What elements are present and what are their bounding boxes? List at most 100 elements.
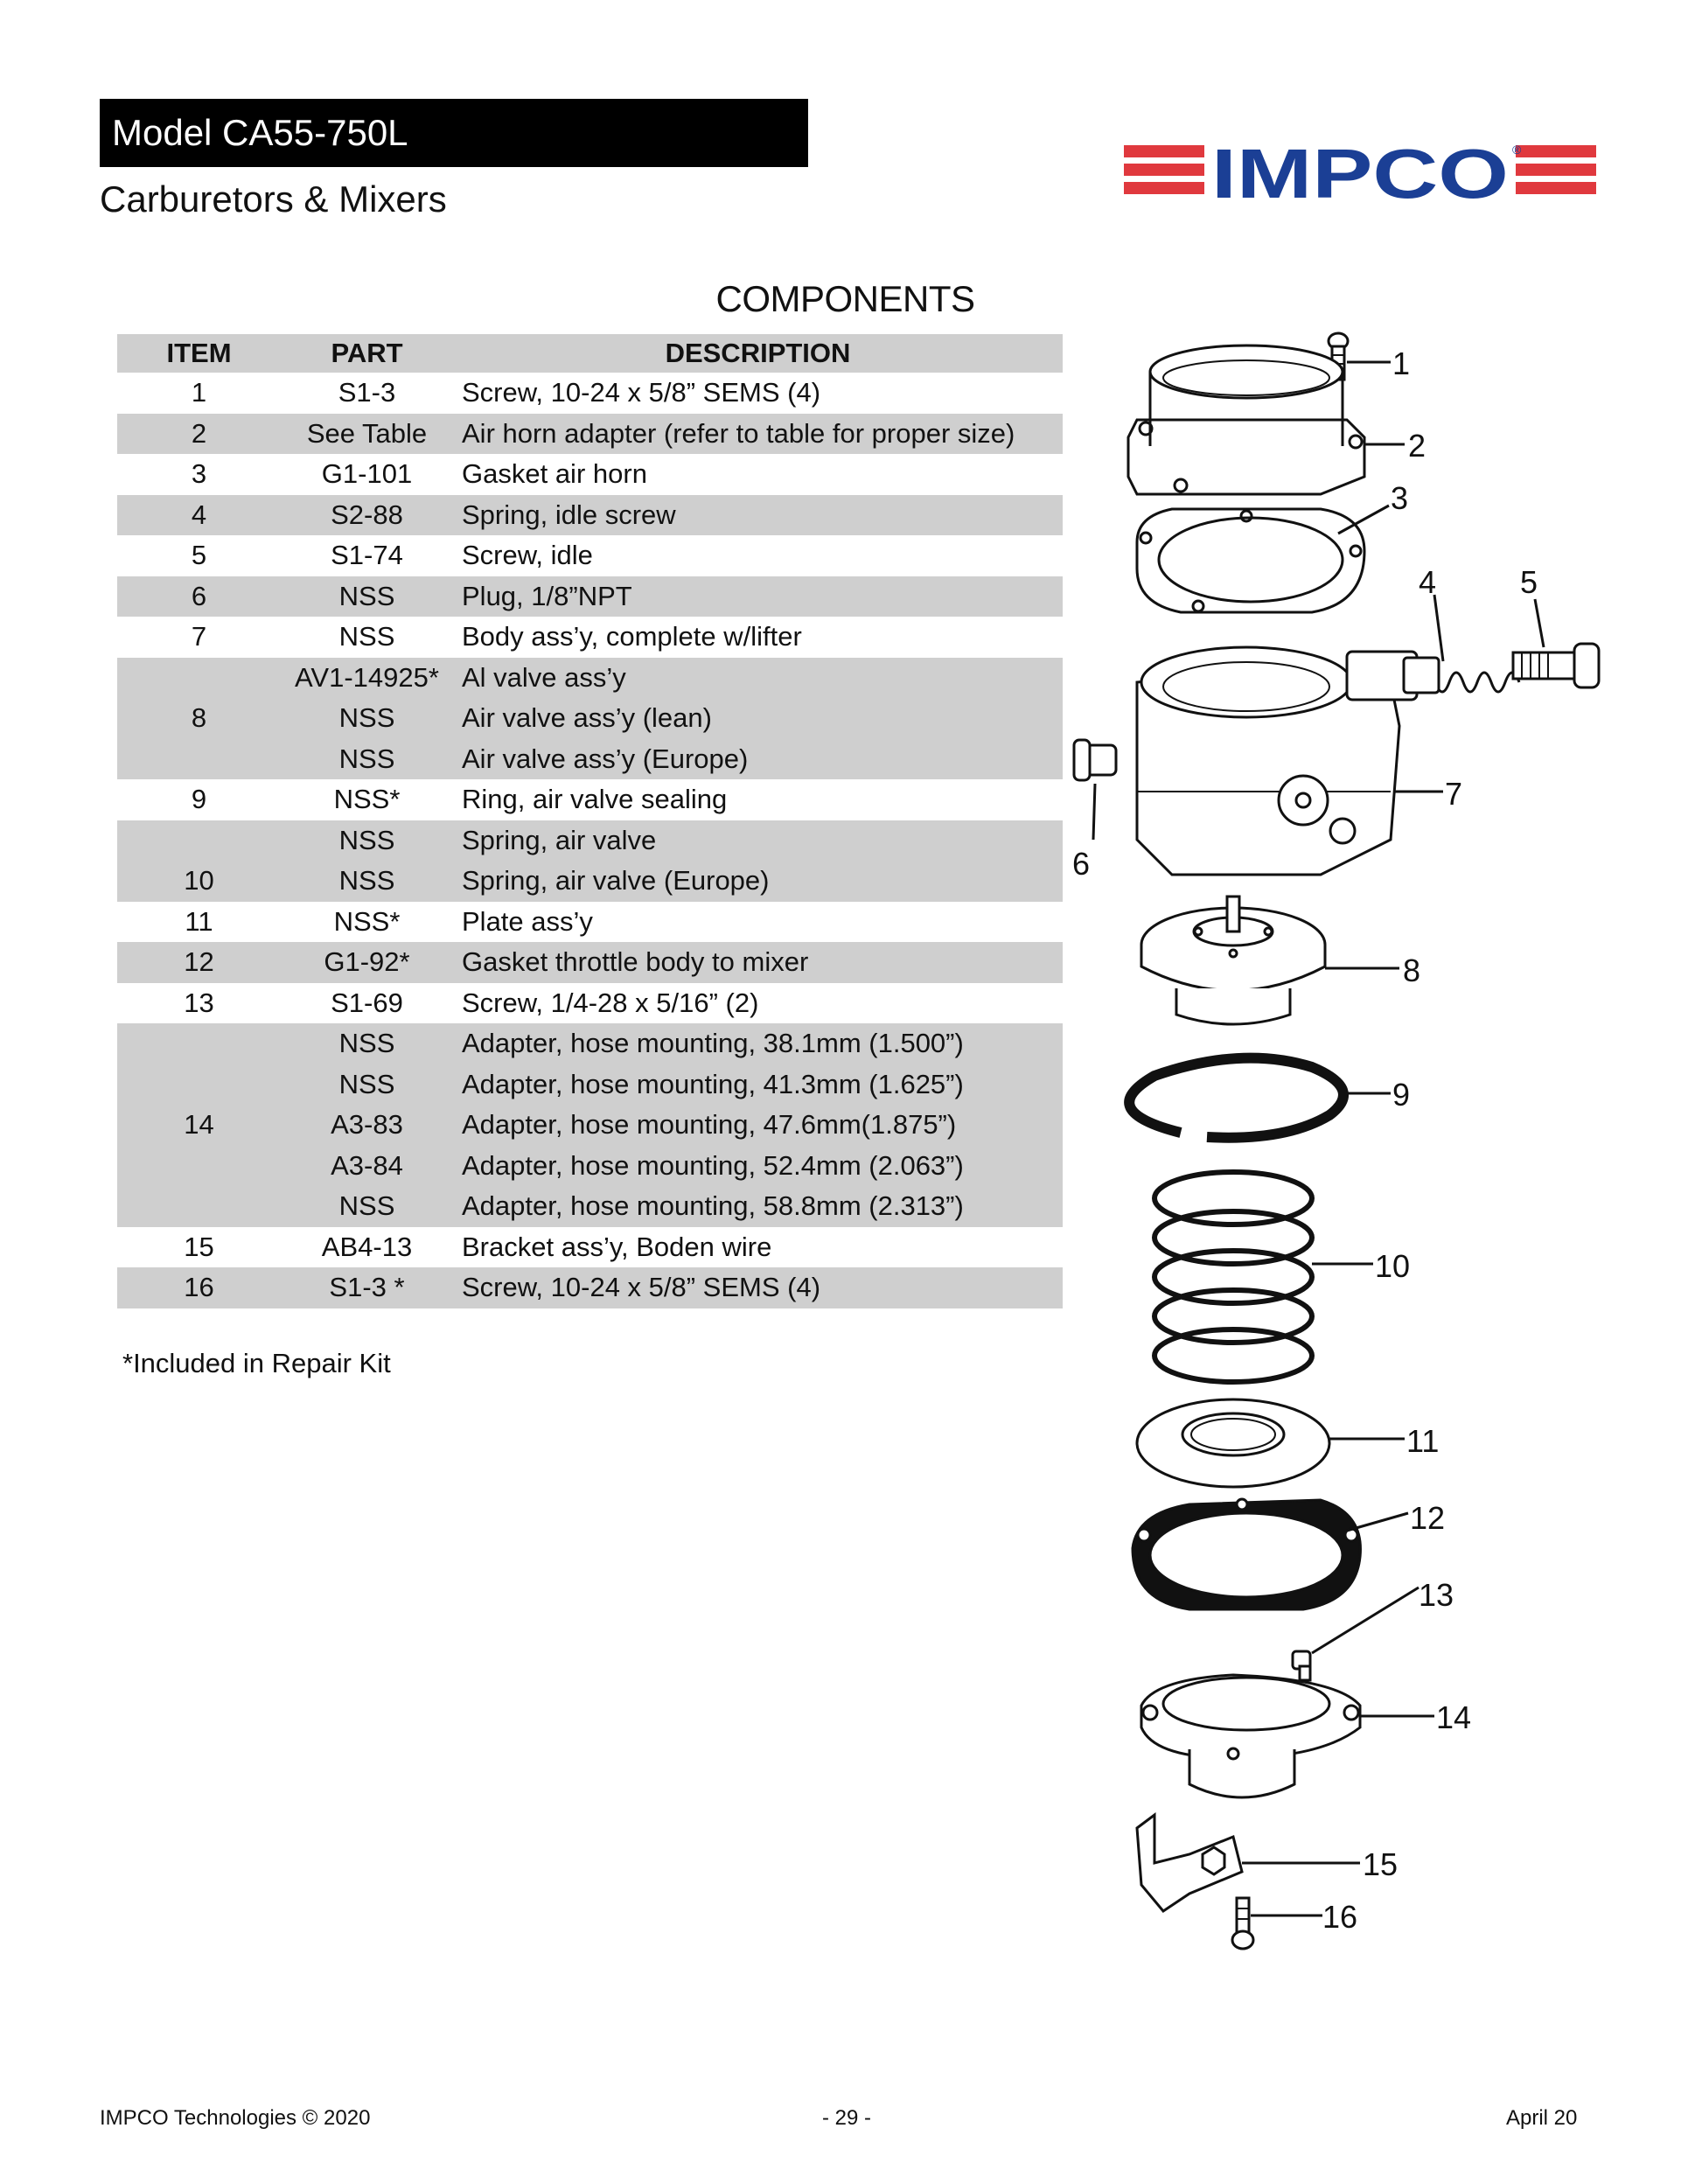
item-cell: 10 [117, 861, 281, 902]
callout-16: 16 [1322, 1899, 1357, 1935]
footer-copyright: IMPCO Technologies © 2020 [100, 2106, 371, 2130]
description-cell: Adapter, hose mounting, 52.4mm (2.063”) [453, 1145, 1063, 1186]
part-cell: NSS [281, 576, 453, 617]
header-part: PART [281, 334, 453, 373]
table-row: 12 G1-92* Gasket throttle body to mixer [117, 942, 1063, 983]
item-cell: 7 [191, 621, 207, 652]
table-row: 3 G1-101 Gasket air horn [117, 454, 1063, 495]
header-description: DESCRIPTION [453, 334, 1063, 373]
part-cell: NSS [281, 1064, 453, 1105]
item-cell: 3 [191, 458, 207, 490]
air-valve-part [1140, 895, 1399, 1026]
item-cell [117, 1145, 281, 1186]
description-cell: Adapter, hose mounting, 47.6mm(1.875”) [453, 1105, 1063, 1146]
table-row: NSS Adapter, hose mounting, 41.3mm (1.62… [117, 1064, 1063, 1105]
plug-part [1072, 738, 1118, 841]
footer-page-number: - 29 - [822, 2106, 872, 2130]
boden-bracket-part [1135, 1812, 1360, 1913]
description-cell: Air horn adapter (refer to table for pro… [453, 413, 1063, 454]
table-row: 2 See Table Air horn adapter (refer to t… [117, 413, 1063, 454]
callout-2: 2 [1408, 428, 1426, 464]
table-row: 7 NSS Body ass’y, complete w/lifter [117, 617, 1063, 658]
description-cell: Adapter, hose mounting, 58.8mm (2.313”) [453, 1186, 1063, 1227]
part-cell: NSS [338, 621, 395, 652]
callout-9: 9 [1392, 1077, 1410, 1113]
item-cell [117, 738, 281, 779]
callout-10: 10 [1375, 1248, 1410, 1284]
description-cell: Adapter, hose mounting, 41.3mm (1.625”) [453, 1064, 1063, 1105]
part-cell: S1-69 [331, 987, 403, 1018]
air-horn-gasket-part [1135, 504, 1390, 614]
item-cell [117, 1023, 281, 1064]
part-cell: AB4-13 [321, 1231, 413, 1262]
hose-adapter-part [1140, 1673, 1434, 1799]
part-cell: S1-74 [331, 540, 403, 571]
callout-6: 6 [1072, 846, 1090, 882]
description-cell: Air valve ass’y (lean) [453, 698, 1063, 739]
item-cell [117, 820, 281, 861]
callout-8: 8 [1403, 952, 1420, 988]
throttle-body-gasket-part [1131, 1497, 1409, 1611]
part-cell: NSS* [333, 905, 401, 937]
components-heading: COMPONENTS [715, 278, 975, 319]
part-cell: NSS [281, 820, 453, 861]
part-cell: NSS [281, 1186, 453, 1227]
callout-5: 5 [1520, 564, 1538, 600]
item-cell [117, 657, 281, 698]
item-cell [117, 1186, 281, 1227]
air-valve-spring-part [1152, 1169, 1373, 1385]
description-cell: Body ass’y, complete w/lifter [462, 621, 802, 652]
table-row: 11 NSS* Plate ass’y [117, 902, 1063, 943]
table-row: 1 S1-3 Screw, 10-24 x 5/8” SEMS (4) [117, 373, 1063, 414]
part-cell: See Table [281, 413, 453, 454]
callout-1: 1 [1392, 345, 1410, 381]
exploded-parts-diagram: 1 2 3 4 5 6 [1072, 331, 1601, 1950]
sealing-ring-part [1124, 1052, 1391, 1143]
item-cell: 14 [117, 1105, 281, 1146]
part-cell: G1-101 [321, 458, 413, 490]
description-cell: Ring, air valve sealing [462, 784, 728, 815]
part-cell: A3-83 [281, 1105, 453, 1146]
description-cell: Plate ass’y [462, 905, 593, 937]
table-row: 5 S1-74 Screw, idle [117, 535, 1063, 576]
part-cell: NSS [281, 698, 453, 739]
table-row: 4 S2-88 Spring, idle screw [117, 494, 1063, 535]
table-row: NSS Spring, air valve [117, 820, 1063, 861]
item-cell: 12 [117, 942, 281, 983]
carburetor-body-part [1135, 645, 1443, 876]
table-header-row: ITEM PART DESCRIPTION [117, 334, 1063, 373]
description-cell: Spring, air valve [453, 820, 1063, 861]
impco-logo: IMPCO ® [1124, 140, 1596, 203]
part-cell: AV1-14925* [281, 657, 453, 698]
part-cell: S1-3 * [281, 1267, 453, 1308]
table-row: AV1-14925* Al valve ass’y [117, 657, 1063, 698]
description-cell: Screw, 10-24 x 5/8” SEMS (4) [462, 377, 821, 408]
item-cell: 1 [191, 377, 207, 408]
callout-11: 11 [1406, 1423, 1439, 1459]
item-cell: 8 [117, 698, 281, 739]
description-cell: Gasket air horn [462, 458, 647, 490]
table-row: A3-84 Adapter, hose mounting, 52.4mm (2.… [117, 1145, 1063, 1186]
description-cell: Screw, 10-24 x 5/8” SEMS (4) [453, 1267, 1063, 1308]
callout-3: 3 [1391, 480, 1408, 516]
description-cell: Adapter, hose mounting, 38.1mm (1.500”) [453, 1023, 1063, 1064]
part-cell: NSS* [333, 784, 401, 815]
description-cell: Spring, air valve (Europe) [453, 861, 1063, 902]
item-cell: 6 [117, 576, 281, 617]
part-cell: NSS [281, 738, 453, 779]
item-cell: 11 [185, 905, 213, 937]
callout-15: 15 [1363, 1846, 1398, 1882]
item-cell: 2 [117, 413, 281, 454]
part-cell: NSS [281, 861, 453, 902]
description-cell: Plug, 1/8”NPT [453, 576, 1063, 617]
description-cell: Bracket ass’y, Boden wire [462, 1231, 772, 1262]
table-row: 16 S1-3 * Screw, 10-24 x 5/8” SEMS (4) [117, 1267, 1063, 1308]
logo-registered-mark: ® [1512, 143, 1522, 157]
table-row: NSS Adapter, hose mounting, 38.1mm (1.50… [117, 1023, 1063, 1064]
table-row: 14 A3-83 Adapter, hose mounting, 47.6mm(… [117, 1105, 1063, 1146]
page-subtitle: Carburetors & Mixers [100, 178, 447, 220]
table-row: NSS Adapter, hose mounting, 58.8mm (2.31… [117, 1186, 1063, 1227]
screw-13-part [1291, 1586, 1419, 1682]
item-cell: 16 [117, 1267, 281, 1308]
repair-kit-footnote: *Included in Repair Kit [122, 1348, 391, 1378]
